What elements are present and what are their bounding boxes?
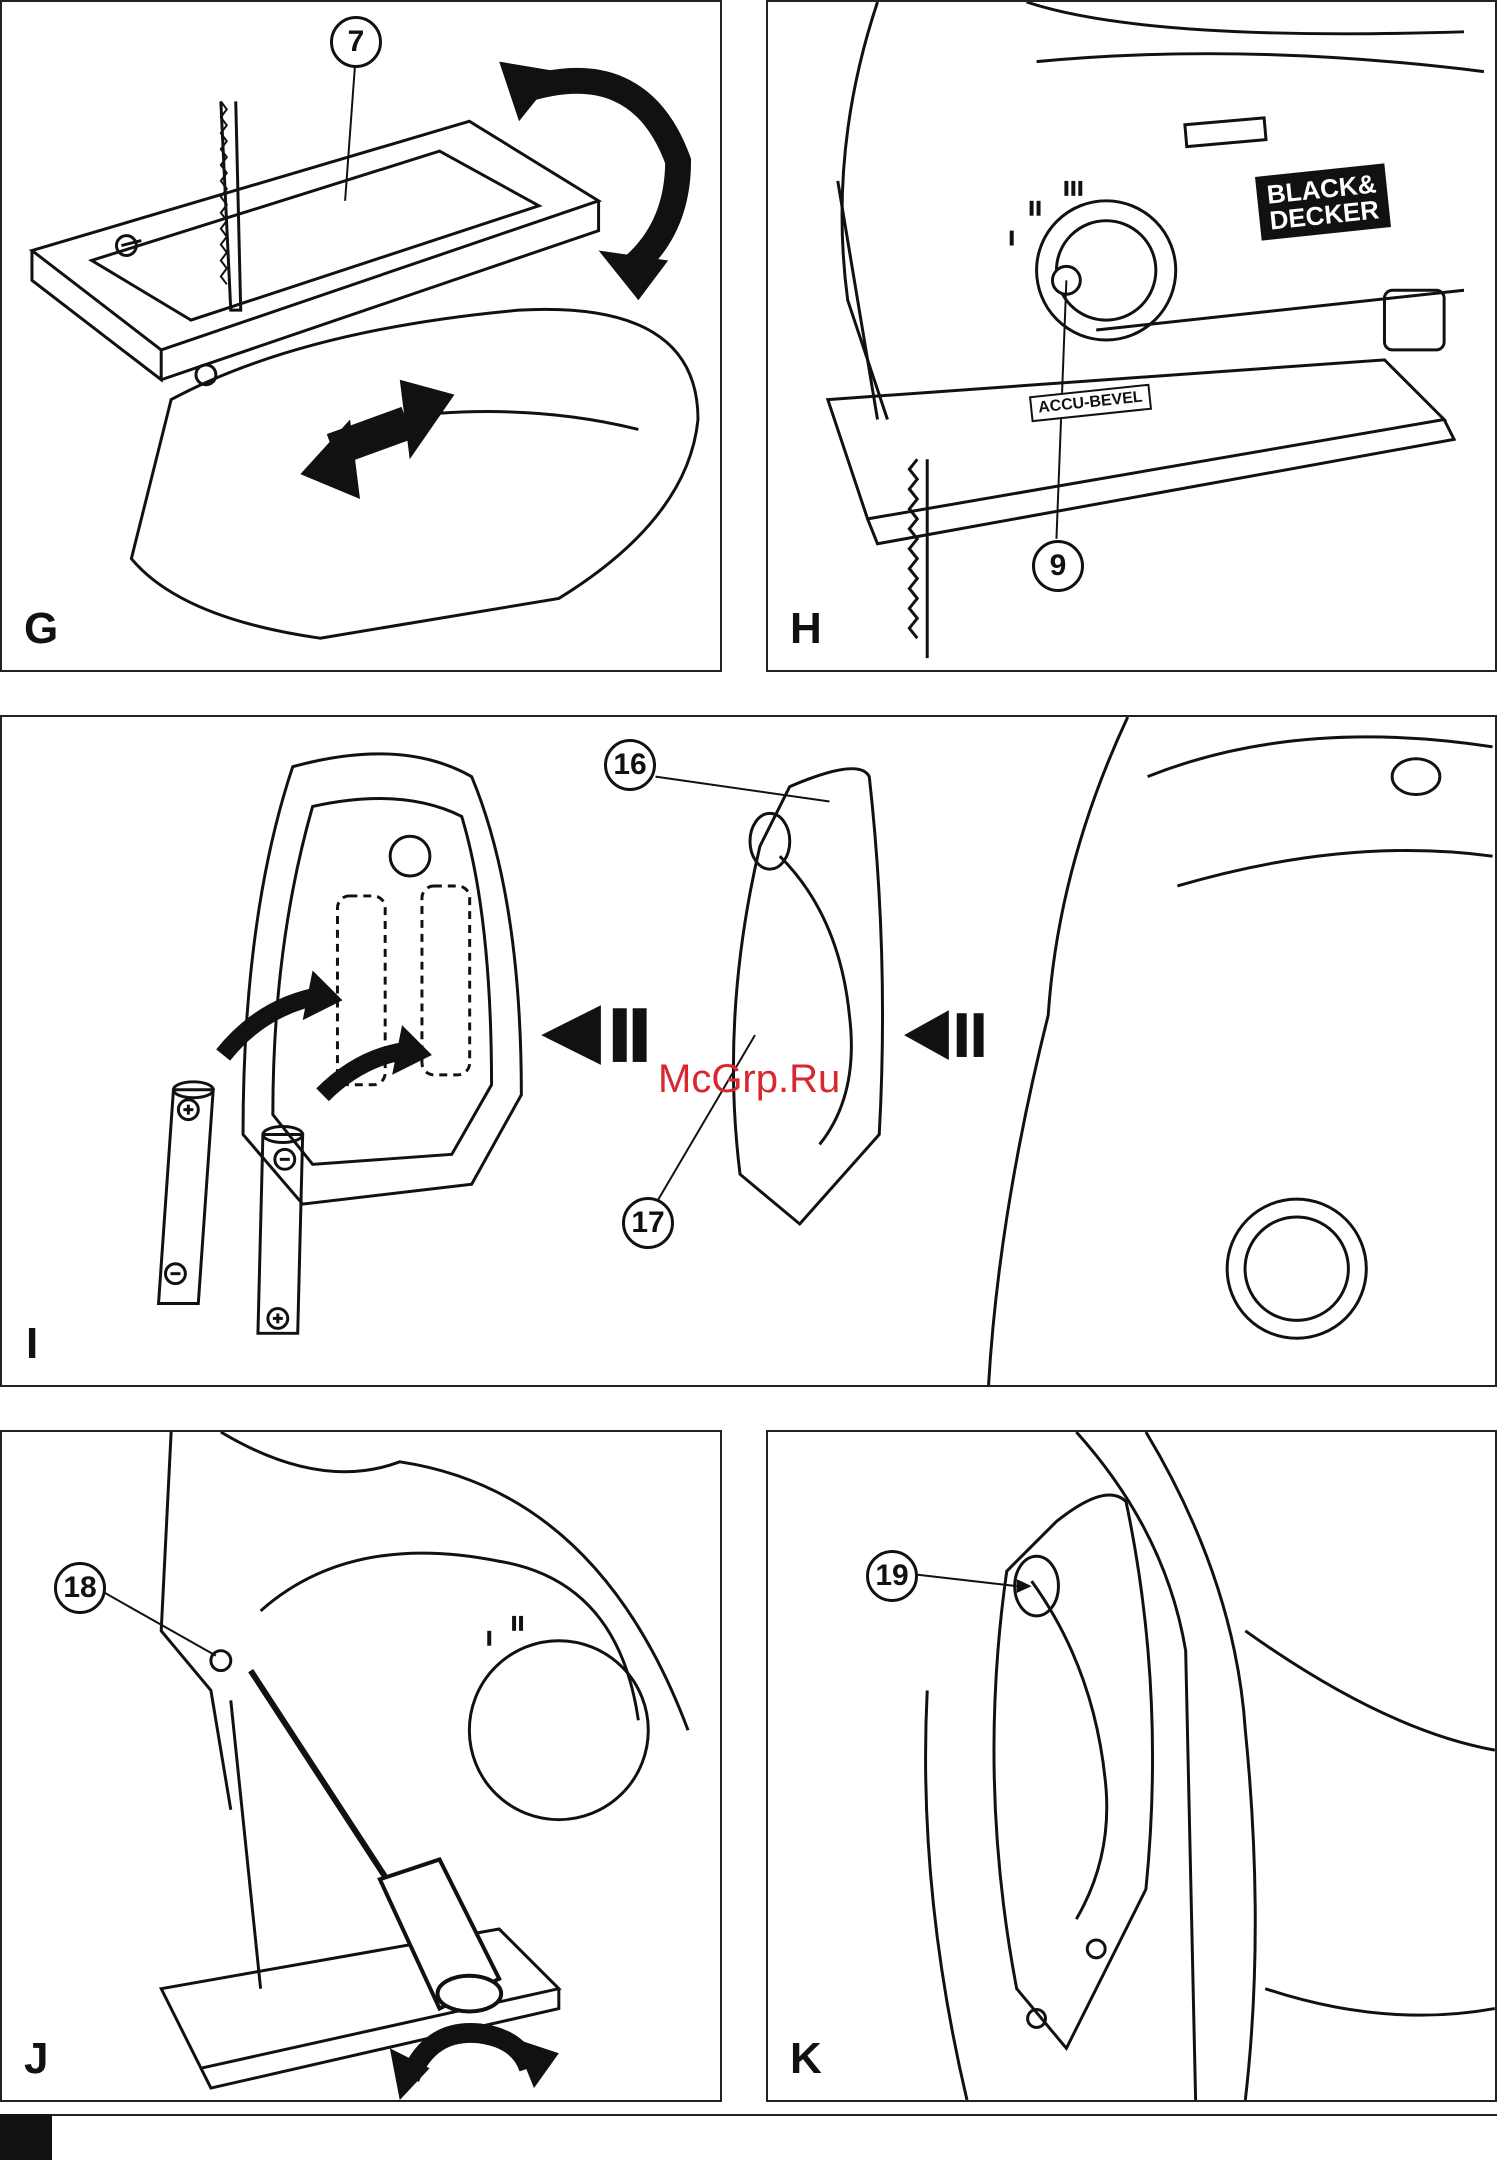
watermark: McGrp.Ru	[658, 1057, 840, 1102]
panel-letter-k: K	[790, 2037, 822, 2081]
callout-18: 18	[54, 1562, 106, 1614]
panel-k: 19 K	[766, 1430, 1497, 2102]
callout-9: 9	[1032, 540, 1084, 592]
panel-letter-j: J	[24, 2037, 48, 2081]
cover-screw-removal-illustration	[2, 1432, 720, 2100]
panel-g: 7 G	[0, 0, 722, 672]
jigsaw-speed-dial-illustration	[768, 2, 1495, 670]
panel-h: BLACK& DECKER ACCU-BEVEL 9 H	[766, 0, 1497, 672]
callout-7: 7	[330, 16, 382, 68]
footer-rule	[52, 2114, 1497, 2116]
callout-16: 16	[604, 739, 656, 791]
brand-logo: BLACK& DECKER	[1255, 163, 1391, 240]
panel-i: 16 17 McGrp.Ru I	[0, 715, 1497, 1387]
battery-compartment-illustration	[2, 717, 1495, 1385]
handle-cover-illustration	[768, 1432, 1495, 2100]
panel-letter-i: I	[26, 1322, 38, 1366]
jigsaw-shoe-illustration	[2, 2, 720, 670]
panel-letter-g: G	[24, 607, 58, 651]
callout-17: 17	[622, 1197, 674, 1249]
page-corner-block	[0, 2114, 52, 2160]
callout-19: 19	[866, 1550, 918, 1602]
panel-j: 18 J	[0, 1430, 722, 2102]
panel-letter-h: H	[790, 607, 822, 651]
